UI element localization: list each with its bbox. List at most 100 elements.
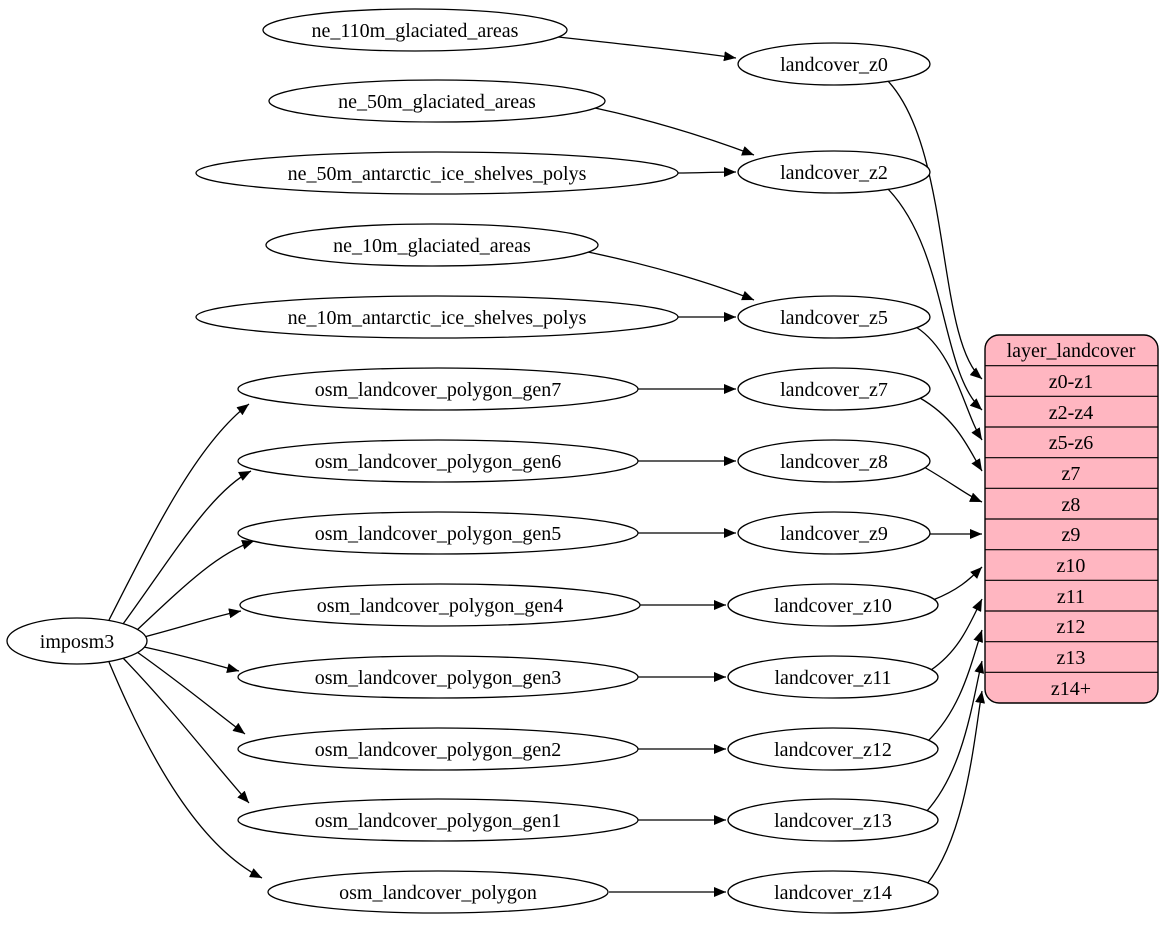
node-osm_landcover_polygon_gen2: osm_landcover_polygon_gen2 — [237, 727, 639, 771]
edge-ne_110m_glaciated_areas-landcover_z0 — [557, 36, 737, 62]
node-landcover_z8-shape — [737, 439, 931, 483]
layer_landcover-row-z11: z11 — [1057, 586, 1085, 608]
edge-landcover_z11-layer_landcover-z11 — [930, 598, 983, 671]
node-ne_50m_antarctic_ice_shelves_polys-label: ne_50m_antarctic_ice_shelves_polys — [288, 163, 587, 185]
edge-ne_10m_glaciated_areas-landcover_z5 — [587, 251, 755, 301]
node-landcover_z0: landcover_z0 — [737, 42, 931, 86]
layer_landcover-title: layer_landcover — [1007, 340, 1136, 362]
node-landcover_z5: landcover_z5 — [737, 295, 931, 339]
node-osm_landcover_polygon_gen4-label: osm_landcover_polygon_gen4 — [317, 595, 564, 617]
node-ne_50m_glaciated_areas-shape — [268, 79, 606, 123]
node-osm_landcover_polygon_gen3-shape — [237, 655, 639, 699]
edge-imposm3-osm_landcover_polygon_gen7 — [108, 403, 250, 621]
node-landcover_z5-shape — [737, 295, 931, 339]
node-osm_landcover_polygon_gen7-label: osm_landcover_polygon_gen7 — [315, 379, 562, 401]
node-landcover_z13: landcover_z13 — [727, 798, 939, 842]
node-ne_10m_glaciated_areas: ne_10m_glaciated_areas — [265, 223, 599, 267]
node-landcover_z7: landcover_z7 — [737, 367, 931, 411]
node-ne_10m_antarctic_ice_shelves_polys-shape — [195, 295, 679, 339]
node-landcover_z2: landcover_z2 — [737, 150, 931, 194]
node-osm_landcover_polygon-label: osm_landcover_polygon — [339, 882, 537, 904]
edge-landcover_z5-layer_landcover-z5-z6 — [915, 326, 983, 441]
node-landcover_z9-label: landcover_z9 — [780, 523, 888, 545]
edge-landcover_z2-layer_landcover-z2-z4 — [887, 188, 983, 411]
edge-landcover_z14-layer_landcover-z14plus — [926, 690, 986, 885]
node-landcover_z9: landcover_z9 — [737, 511, 931, 555]
node-imposm3-shape — [6, 617, 148, 665]
node-osm_landcover_polygon_gen4: osm_landcover_polygon_gen4 — [239, 583, 641, 627]
node-ne_110m_glaciated_areas-label: ne_110m_glaciated_areas — [312, 20, 519, 42]
node-osm_landcover_polygon: osm_landcover_polygon — [267, 870, 609, 914]
node-ne_110m_glaciated_areas: ne_110m_glaciated_areas — [262, 8, 568, 52]
edge-landcover_z7-layer_landcover-z7 — [919, 397, 983, 472]
edge-ne_50m_antarctic_ice_shelves_polys-landcover_z2 — [677, 167, 737, 178]
edge-landcover_z0-layer_landcover-z0-z1 — [887, 80, 983, 380]
layer_landcover-row-z8: z8 — [1062, 494, 1081, 516]
node-osm_landcover_polygon_gen3: osm_landcover_polygon_gen3 — [237, 655, 639, 699]
layer_landcover-row-z2-z4: z2-z4 — [1049, 402, 1093, 424]
edge-landcover_z12-layer_landcover-z12 — [927, 629, 983, 742]
layer_landcover-row-z9: z9 — [1062, 524, 1081, 546]
edge-imposm3-osm_landcover_polygon_gen1 — [122, 657, 250, 804]
node-landcover_z2-label: landcover_z2 — [780, 162, 888, 184]
edge-ne_50m_glaciated_areas-landcover_z2 — [594, 107, 755, 156]
node-ne_110m_glaciated_areas-shape — [262, 8, 568, 52]
node-layer_landcover: layer_landcover z0-z1 z2-z4 z5-z6 z7 z8 … — [984, 334, 1159, 704]
node-landcover_z13-shape — [727, 798, 939, 842]
edges-layer — [108, 36, 986, 897]
node-landcover_z2-shape — [737, 150, 931, 194]
node-ne_50m_antarctic_ice_shelves_polys-shape — [195, 151, 679, 195]
layer_landcover-row-z0-z1: z0-z1 — [1049, 371, 1093, 393]
node-landcover_z8: landcover_z8 — [737, 439, 931, 483]
edge-landcover_z10-layer_landcover-z10 — [932, 566, 983, 601]
node-landcover_z0-label: landcover_z0 — [780, 54, 888, 76]
node-landcover_z9-shape — [737, 511, 931, 555]
node-landcover_z8-label: landcover_z8 — [780, 451, 888, 473]
node-ne_50m_glaciated_areas: ne_50m_glaciated_areas — [268, 79, 606, 123]
node-ne_10m_antarctic_ice_shelves_polys: ne_10m_antarctic_ice_shelves_polys — [195, 295, 679, 339]
layer_landcover-row-z7: z7 — [1062, 463, 1081, 485]
node-ne_10m_antarctic_ice_shelves_polys-label: ne_10m_antarctic_ice_shelves_polys — [288, 307, 587, 329]
layer_landcover-row-z10: z10 — [1057, 555, 1086, 577]
node-landcover_z0-shape — [737, 42, 931, 86]
node-ne_50m_antarctic_ice_shelves_polys: ne_50m_antarctic_ice_shelves_polys — [195, 151, 679, 195]
node-landcover_z11-label: landcover_z11 — [775, 667, 892, 689]
node-osm_landcover_polygon_gen5: osm_landcover_polygon_gen5 — [237, 511, 639, 555]
node-osm_landcover_polygon_gen6-label: osm_landcover_polygon_gen6 — [315, 451, 562, 473]
nodes-layer: imposm3 ne_110m_glaciated_areas ne_50m_g… — [6, 8, 939, 914]
node-landcover_z11: landcover_z11 — [727, 655, 939, 699]
node-osm_landcover_polygon_gen5-shape — [237, 511, 639, 555]
node-osm_landcover_polygon_gen2-label: osm_landcover_polygon_gen2 — [315, 739, 562, 761]
node-landcover_z12-label: landcover_z12 — [774, 739, 892, 761]
edge-imposm3-osm_landcover_polygon_gen5 — [136, 540, 255, 631]
node-osm_landcover_polygon_gen1: osm_landcover_polygon_gen1 — [237, 798, 639, 842]
node-landcover_z13-label: landcover_z13 — [774, 810, 892, 832]
node-osm_landcover_polygon_gen1-shape — [237, 798, 639, 842]
node-landcover_z11-shape — [727, 655, 939, 699]
edge-landcover_z8-layer_landcover-z8 — [923, 466, 983, 503]
node-osm_landcover_polygon_gen7: osm_landcover_polygon_gen7 — [237, 367, 639, 411]
layer_landcover-row-z5-z6: z5-z6 — [1049, 432, 1093, 454]
node-landcover_z7-shape — [737, 367, 931, 411]
edge-imposm3-osm_landcover_polygon_gen4 — [143, 608, 242, 638]
node-landcover_z12-shape — [727, 727, 939, 771]
layer_landcover-row-z13: z13 — [1057, 647, 1086, 669]
node-osm_landcover_polygon_gen6-shape — [237, 439, 639, 483]
layer_landcover-row-z12: z12 — [1057, 616, 1086, 638]
node-osm_landcover_polygon_gen3-label: osm_landcover_polygon_gen3 — [315, 667, 562, 689]
node-landcover_z5-label: landcover_z5 — [780, 307, 888, 329]
node-landcover_z10: landcover_z10 — [727, 583, 939, 627]
node-osm_landcover_polygon_gen6: osm_landcover_polygon_gen6 — [237, 439, 639, 483]
node-landcover_z10-label: landcover_z10 — [774, 595, 892, 617]
node-imposm3-label: imposm3 — [40, 631, 114, 653]
node-osm_landcover_polygon_gen2-shape — [237, 727, 639, 771]
node-ne_50m_glaciated_areas-label: ne_50m_glaciated_areas — [338, 91, 536, 113]
node-osm_landcover_polygon-shape — [267, 870, 609, 914]
layer_landcover-row-z14plus: z14+ — [1051, 678, 1091, 700]
node-ne_10m_glaciated_areas-label: ne_10m_glaciated_areas — [333, 235, 531, 257]
node-osm_landcover_polygon_gen1-label: osm_landcover_polygon_gen1 — [315, 810, 562, 832]
node-imposm3: imposm3 — [6, 617, 148, 665]
edge-imposm3-osm_landcover_polygon_gen2 — [136, 651, 246, 735]
node-landcover_z12: landcover_z12 — [727, 727, 939, 771]
